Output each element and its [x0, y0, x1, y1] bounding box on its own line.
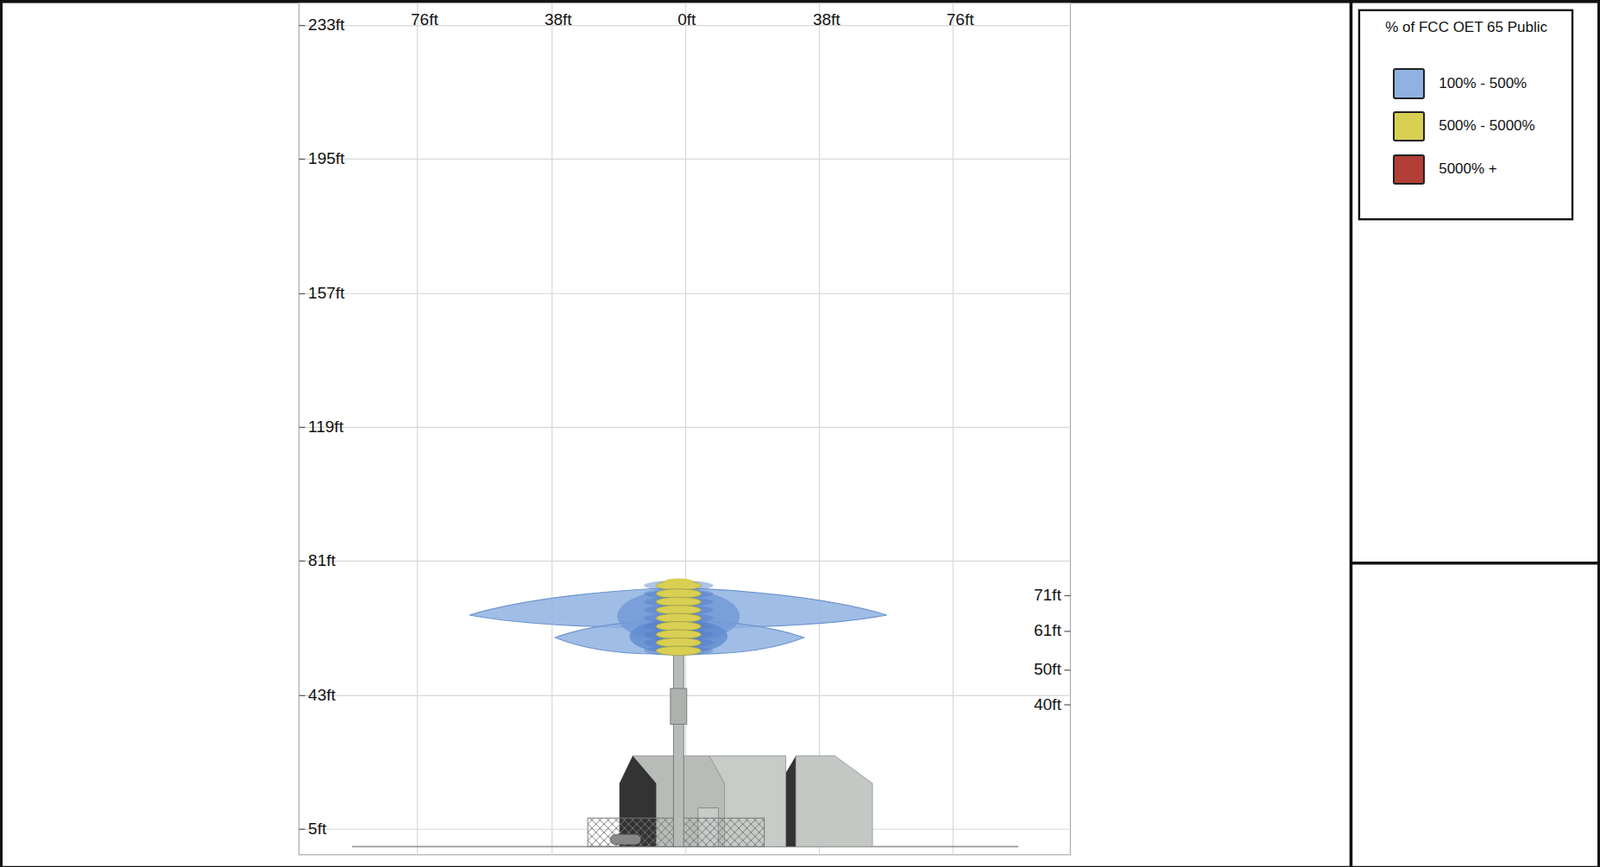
- legend-swatch: [1392, 68, 1425, 99]
- exposure-lobes: [469, 578, 888, 656]
- axis-label: 157ft: [308, 284, 345, 303]
- axis-label: 40ft: [1033, 696, 1062, 715]
- axis-label: 38ft: [544, 11, 573, 30]
- axis-label: 119ft: [308, 418, 344, 437]
- axis-label: 0ft: [677, 11, 696, 30]
- legend-heading: % of FCC OET 65 Public: [1385, 19, 1548, 37]
- axis-label: 43ft: [308, 686, 336, 706]
- legend-box: [1359, 10, 1573, 220]
- buildings: [587, 755, 873, 847]
- axis-label: 195ft: [308, 150, 345, 169]
- antenna-pole: [670, 642, 687, 847]
- axis-label: 76ft: [410, 11, 439, 30]
- legend-text: 5000% +: [1438, 161, 1498, 178]
- axis-label: 38ft: [812, 11, 841, 30]
- legend-text: 100% - 500%: [1438, 75, 1527, 93]
- axis-label: 50ft: [1033, 661, 1062, 680]
- axis-label: 233ft: [308, 16, 345, 35]
- panel-divider: [1350, 561, 1600, 566]
- plot-area: [298, 3, 1071, 856]
- panel-divider: [1349, 0, 1354, 867]
- grid-lines: [298, 3, 1071, 856]
- axis-label: 71ft: [1033, 586, 1062, 605]
- axis-label: 61ft: [1033, 622, 1062, 641]
- legend-swatch: [1392, 154, 1425, 185]
- axis-label: 5ft: [308, 820, 327, 839]
- axis-label: 76ft: [946, 11, 975, 30]
- legend-text: 500% - 5000%: [1438, 118, 1536, 135]
- axis-label: 81ft: [308, 552, 336, 571]
- legend-swatch: [1392, 111, 1425, 142]
